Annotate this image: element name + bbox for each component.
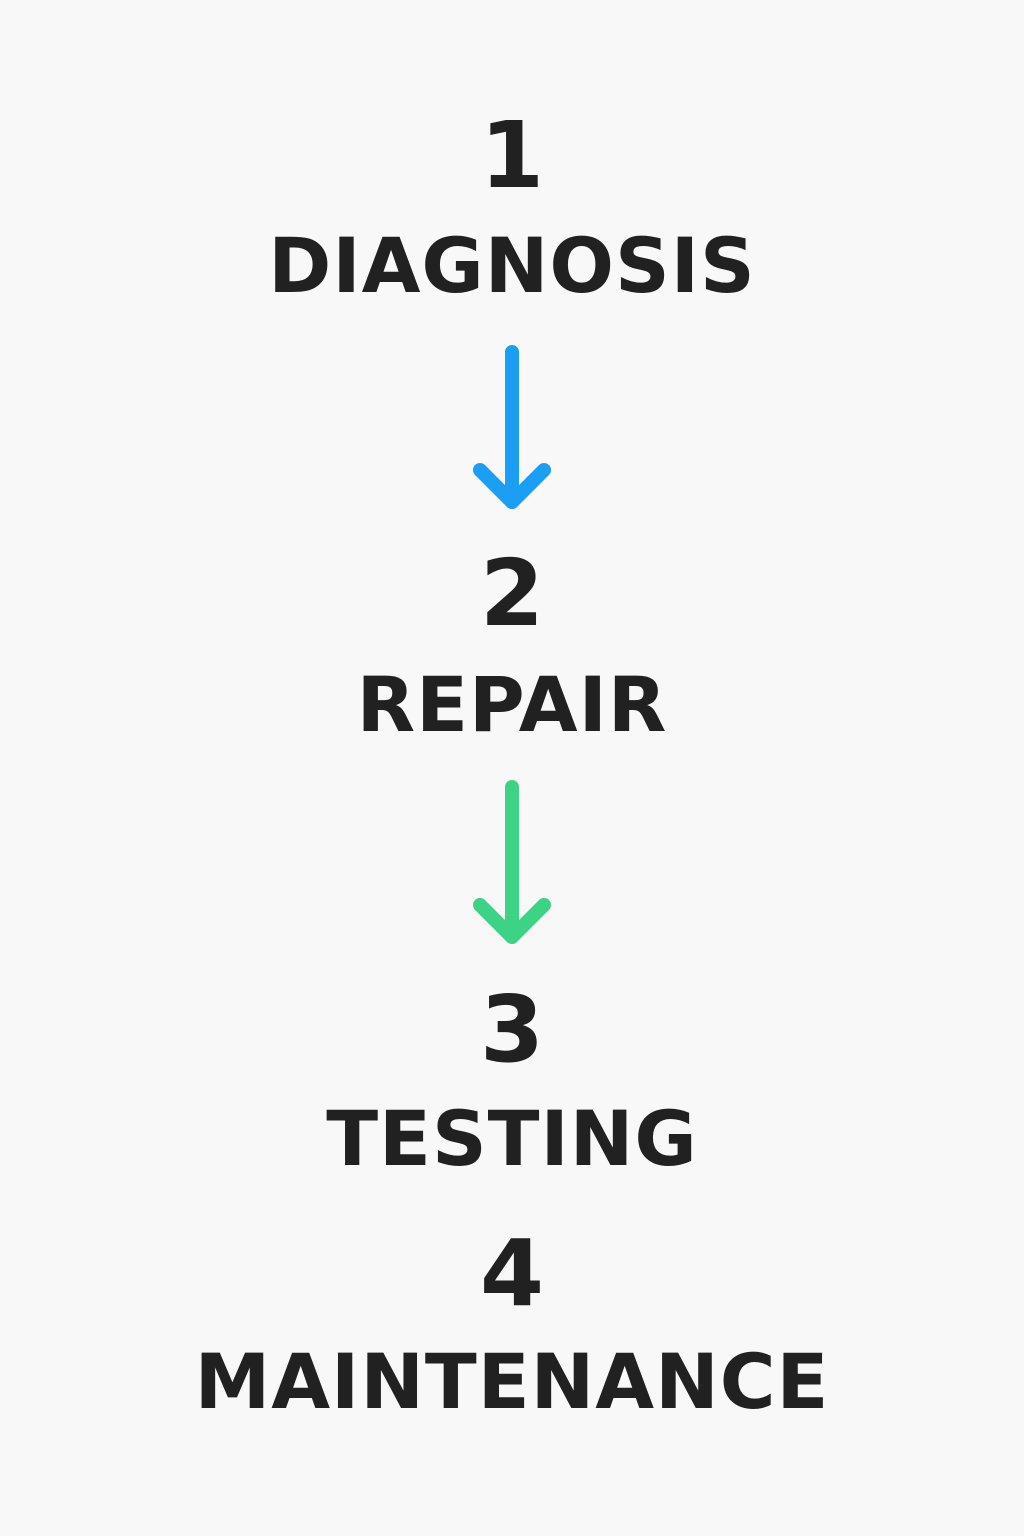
step-4-number: 4 bbox=[479, 1220, 544, 1327]
arrow-down-icon-shape bbox=[473, 345, 551, 509]
step-3-number: 3 bbox=[479, 976, 544, 1083]
step-1-number: 1 bbox=[479, 102, 544, 209]
arrow-down-icon bbox=[473, 780, 551, 944]
arrow-down-icon-shape bbox=[473, 780, 551, 944]
step-2-label: REPAIR bbox=[356, 660, 668, 749]
step-2-number: 2 bbox=[479, 540, 544, 647]
arrow-down-icon bbox=[473, 345, 551, 509]
step-4-label: MAINTENANCE bbox=[194, 1337, 830, 1426]
step-1-label: DIAGNOSIS bbox=[268, 221, 756, 310]
step-3-label: TESTING bbox=[326, 1094, 698, 1183]
